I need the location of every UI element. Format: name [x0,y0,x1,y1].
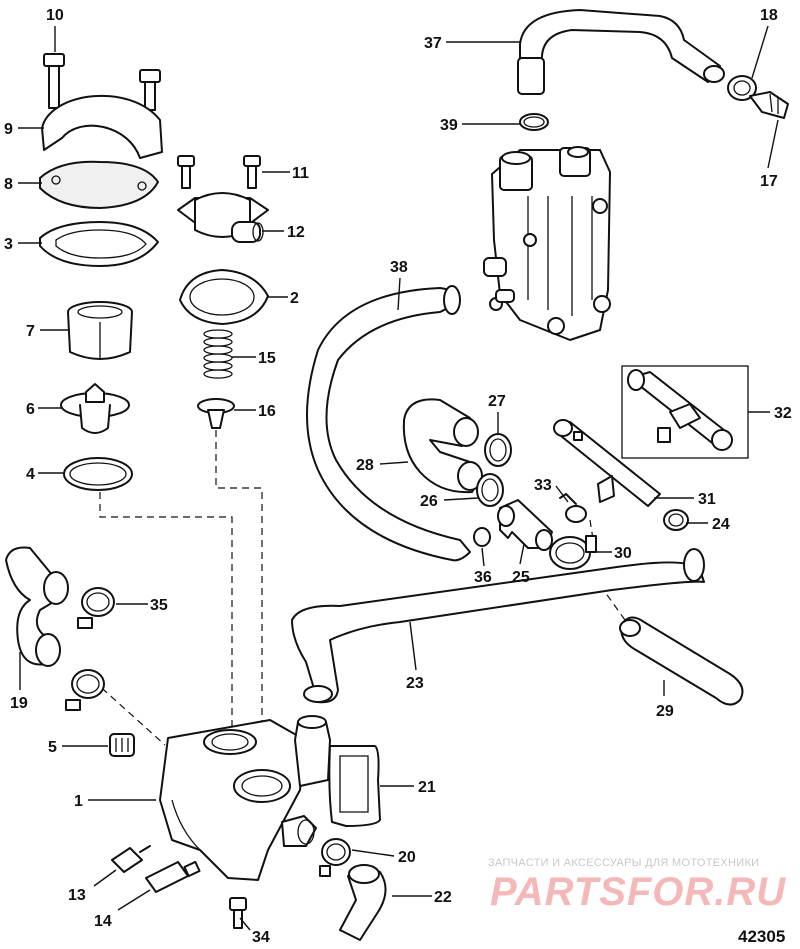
part-21-gasket[interactable] [328,745,381,827]
part-2-gasket[interactable] [179,269,269,325]
callout-5[interactable]: 5 [48,739,57,756]
part-24-clamp[interactable] [663,509,689,531]
callout-3[interactable]: 3 [4,236,13,253]
part-16-valve[interactable] [197,398,235,429]
part-3-gasket[interactable] [39,221,159,267]
callout-32[interactable]: 32 [774,405,792,422]
callout-38[interactable]: 38 [390,259,408,276]
part-33-bolt[interactable] [559,493,587,523]
callout-33[interactable]: 33 [534,477,552,494]
part-8-plate[interactable] [39,160,159,209]
part-25-fitting[interactable] [497,499,553,551]
leader-lines [18,25,779,931]
part-29-hose[interactable] [619,616,744,706]
callout-16[interactable]: 16 [258,403,276,420]
callout-37[interactable]: 37 [424,35,442,52]
part-11-bolts[interactable] [177,155,261,189]
part-6-thermostat[interactable] [60,383,130,434]
callout-4[interactable]: 4 [26,466,35,483]
callout-1[interactable]: 1 [74,793,83,810]
callout-labels: 10 9 8 3 7 6 4 11 12 2 15 16 35 19 5 1 2… [4,7,792,946]
part-1-thermostat-housing[interactable] [159,715,331,881]
part-12-thermostat-cover[interactable] [177,192,269,243]
part-20-clamp[interactable] [319,838,351,877]
callout-21[interactable]: 21 [418,779,436,796]
callout-29[interactable]: 29 [656,703,674,720]
callout-7[interactable]: 7 [26,323,35,340]
part-5-plug[interactable] [109,733,135,757]
callout-22[interactable]: 22 [434,889,452,906]
callout-35[interactable]: 35 [150,597,168,614]
part-27-clamp[interactable] [484,433,512,467]
callout-24[interactable]: 24 [712,516,730,533]
callout-14[interactable]: 14 [94,913,112,930]
part-39-clamp[interactable] [519,113,549,131]
callout-6[interactable]: 6 [26,401,35,418]
part-9-cover[interactable] [41,94,163,159]
watermark-brand: PARTSFOR.RU [490,870,786,914]
callout-23[interactable]: 23 [406,675,424,692]
part-28-hose[interactable] [402,398,483,494]
part-14-sensor[interactable] [145,860,201,893]
callout-13[interactable]: 13 [68,887,86,904]
callout-10[interactable]: 10 [46,7,64,24]
part-30-clamp[interactable] [549,535,597,570]
part-26-clamp[interactable] [476,473,504,507]
part-4-oring[interactable] [63,457,133,491]
callout-36[interactable]: 36 [474,569,492,586]
part-7-sleeve[interactable] [67,301,133,360]
callout-31[interactable]: 31 [698,491,716,508]
callout-17[interactable]: 17 [760,173,778,190]
part-37-hose[interactable] [517,9,725,95]
diagram-number: 42305 [738,927,785,946]
callout-2[interactable]: 2 [290,290,299,307]
callout-8[interactable]: 8 [4,176,13,193]
part-22-hose[interactable] [339,864,387,941]
part-18-clamp[interactable] [727,75,757,101]
callout-15[interactable]: 15 [258,350,276,367]
part-31-pipe[interactable] [553,419,661,507]
part-17-fitting[interactable] [749,91,789,119]
callout-34[interactable]: 34 [252,929,270,946]
part-19-hose[interactable] [5,546,69,667]
callout-9[interactable]: 9 [4,121,13,138]
part-13-sender[interactable] [111,845,151,873]
part-32-box[interactable] [621,365,749,459]
part-34-bolt[interactable] [229,897,247,929]
callout-11[interactable]: 11 [292,165,309,182]
callout-25[interactable]: 25 [512,569,530,586]
part-15-spring[interactable] [203,329,233,379]
engine-water-assembly [483,146,611,341]
part-23-hose[interactable] [291,548,705,704]
callout-12[interactable]: 12 [287,224,305,241]
callout-20[interactable]: 20 [398,849,416,866]
callout-39[interactable]: 39 [440,117,458,134]
part-38-hose[interactable] [306,285,471,562]
part-35-clamps[interactable] [65,587,115,711]
callout-27[interactable]: 27 [488,393,506,410]
callout-26[interactable]: 26 [420,493,438,510]
part-36-clip[interactable] [473,527,491,547]
callout-30[interactable]: 30 [614,545,632,562]
callout-28[interactable]: 28 [356,457,374,474]
watermark-tagline: ЗАПЧАСТИ И АКСЕССУАРЫ ДЛЯ МОТОТЕХНИКИ [488,857,759,869]
callout-19[interactable]: 19 [10,695,28,712]
callout-18[interactable]: 18 [760,7,778,24]
